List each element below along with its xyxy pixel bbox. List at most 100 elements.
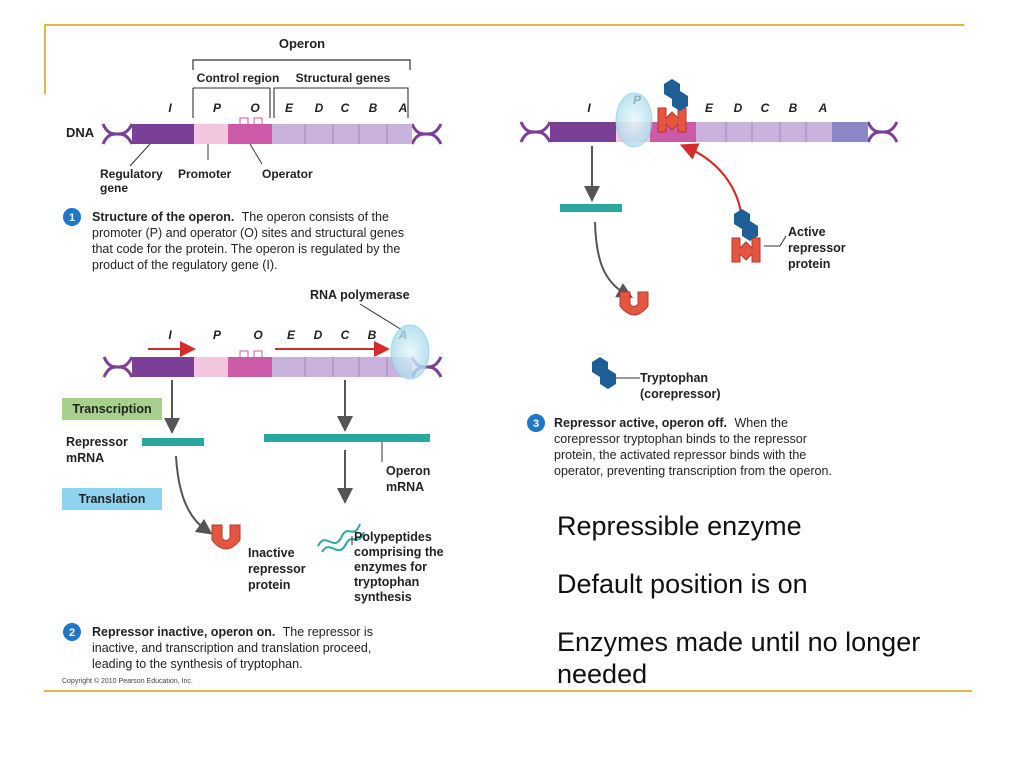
translation-arrow-repressor	[594, 221, 634, 298]
dna-strand-1	[101, 117, 443, 145]
active-repressor-label-line2: repressor	[788, 241, 846, 255]
structural-genes-bracket	[273, 87, 409, 118]
repressor-mrna-strand-3	[560, 204, 622, 212]
caption-2-line3: leading to the synthesis of tryptophan.	[92, 657, 303, 671]
gene-letter-a: A	[398, 101, 408, 115]
control-region-label: Control region	[197, 71, 280, 85]
gene-letter-o: O	[250, 101, 260, 115]
inactive-repressor-shape	[211, 524, 241, 550]
operon-mrna-label-line1: Operon	[386, 464, 430, 478]
tryptophan-legend-shape-2	[600, 369, 616, 389]
active-repressor-pointer	[764, 235, 787, 247]
caption-2-bold: Repressor inactive, operon on.	[92, 625, 275, 639]
control-region-bracket	[192, 87, 271, 118]
gene-letter-b: B	[368, 328, 377, 342]
caption-2-line2: inactive, and transcription and translat…	[92, 641, 371, 655]
gene-letter-p: P	[213, 328, 222, 342]
gene-letter-c: C	[761, 101, 770, 115]
rna-polymerase-label: RNA polymerase	[310, 288, 410, 302]
polypeptides-shape	[317, 523, 365, 553]
active-repressor-label-line1: Active	[788, 225, 826, 239]
step-1-number: 1	[69, 212, 75, 224]
gene-letter-b: B	[369, 101, 378, 115]
bullet-repressible-enzyme: Repressible enzyme	[557, 511, 802, 541]
caption-1-line2: promoter (P) and operator (O) sites and …	[92, 226, 404, 240]
translation-box	[62, 488, 162, 510]
caption-3-line1: When the	[734, 416, 788, 430]
regulatory-gene-label-line1: Regulatory	[100, 167, 163, 181]
operon-label: Operon	[279, 36, 325, 51]
operator-label: Operator	[262, 167, 313, 181]
step-2-badge	[63, 623, 81, 641]
inactive-repressor-label-line1: Inactive	[248, 546, 295, 560]
gene-letter-d: D	[314, 328, 323, 342]
rna-polymerase-shape	[390, 324, 430, 380]
gene-letter-c: C	[341, 101, 350, 115]
bullet-default-position: Default position is on	[557, 569, 808, 599]
bullet-list: Repressible enzyme Default position is o…	[557, 510, 1007, 716]
caption-2: Repressor inactive, operon on. The repre…	[92, 625, 373, 639]
gene-letter-e: E	[285, 101, 294, 115]
repressor-mrna-strand	[142, 438, 204, 446]
operon-mrna-label-line2: mRNA	[386, 480, 424, 494]
panel-structure-of-operon: Operon Control region Structural genes I…	[63, 36, 443, 272]
gene-letter-e: E	[287, 328, 296, 342]
caption-1: Structure of the operon. The operon cons…	[92, 210, 389, 224]
regulatory-gene-label-line2: gene	[100, 181, 128, 195]
active-repressor-shape	[731, 237, 761, 263]
caption-3: Repressor active, operon off. When the	[554, 416, 788, 430]
polypeptides-label-line4: tryptophan	[354, 575, 419, 589]
translation-label: Translation	[79, 492, 146, 506]
step-2-number: 2	[69, 627, 75, 639]
top-accent-line	[44, 24, 964, 26]
operon-mrna-strand	[264, 434, 430, 442]
gene-letter-o: O	[253, 328, 263, 342]
caption-3-line2: corepressor tryptophan binds to the repr…	[554, 432, 807, 446]
bound-tryptophan-shape-2	[672, 91, 688, 111]
transcription-label: Transcription	[72, 402, 151, 416]
gene-letter-i: I	[168, 328, 172, 342]
gene-letter-i: I	[587, 101, 591, 115]
caption-3-line4: operator, preventing transcription from …	[554, 464, 832, 478]
inactive-repressor-label-line2: repressor	[248, 562, 306, 576]
active-repressor-label-line3: protein	[788, 257, 830, 271]
bound-repressor-shape	[657, 107, 687, 133]
structural-genes-label: Structural genes	[296, 71, 391, 85]
polypeptides-label-line1: Polypeptides	[354, 530, 432, 544]
repressor-mrna-label-line2: mRNA	[66, 451, 104, 465]
caption-3-line3: protein, the activated repressor binds w…	[554, 448, 806, 462]
dna-label: DNA	[66, 125, 95, 140]
gene-letter-d: D	[315, 101, 324, 115]
active-tryptophan-shape-2	[742, 221, 758, 241]
rna-polymerase-shape-blocked	[615, 92, 653, 148]
caption-1-line3: that code for the protein. The operon is…	[92, 242, 400, 256]
step-3-badge	[527, 414, 545, 432]
repressor-binding-arrow	[679, 143, 744, 223]
caption-1-line1: The operon consists of the	[242, 210, 389, 224]
panel-repressor-active: I P E D C B A	[519, 79, 899, 478]
repressor-mrna-label-line1: Repressor	[66, 435, 128, 449]
caption-1-bold: Structure of the operon.	[92, 210, 234, 224]
polypeptides-label-line3: enzymes for	[354, 560, 427, 574]
bottom-accent-line	[44, 690, 972, 692]
rna-polymerase-pointer	[359, 303, 403, 331]
transcription-box	[62, 398, 162, 420]
operon-bracket	[192, 59, 411, 70]
promoter-label: Promoter	[178, 167, 232, 181]
left-accent-line	[44, 24, 46, 94]
tryptophan-label-line1: Tryptophan	[640, 371, 708, 385]
repressor-protein-shape	[619, 291, 649, 316]
caption-3-bold: Repressor active, operon off.	[554, 416, 727, 430]
gene-letter-p: P	[213, 101, 222, 115]
gene-letter-i: I	[168, 101, 172, 115]
gene-letter-a: A	[818, 101, 828, 115]
polypeptides-label-line2: comprising the	[354, 545, 444, 559]
gene-letter-b: B	[789, 101, 798, 115]
inactive-repressor-label-line3: protein	[248, 578, 290, 592]
translation-arrow-left	[175, 455, 213, 535]
gene-letter-e: E	[705, 101, 714, 115]
regulatory-gene-pointer	[129, 143, 151, 167]
copyright-text: Copyright © 2010 Pearson Education, Inc.	[62, 677, 193, 685]
gene-letter-d: D	[734, 101, 743, 115]
